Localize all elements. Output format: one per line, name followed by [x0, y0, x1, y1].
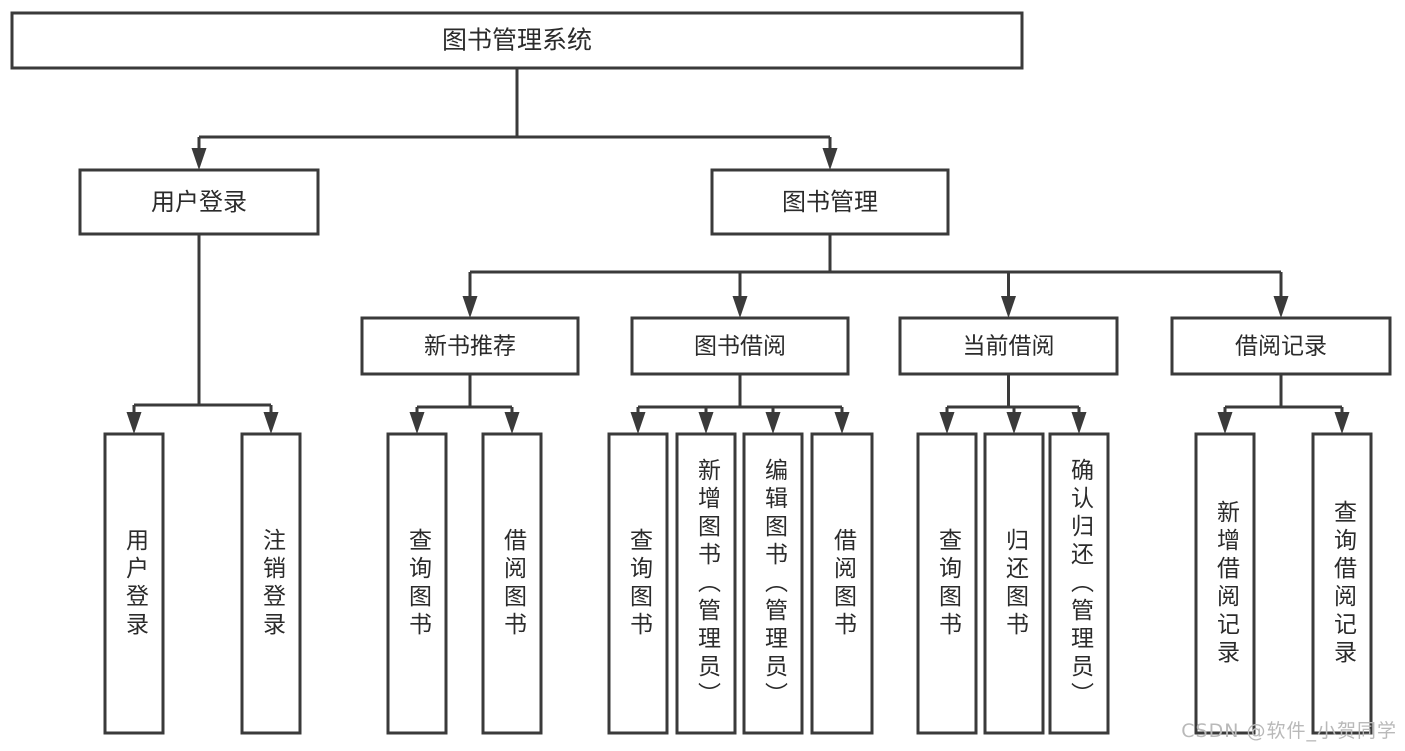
node-lf-3[interactable] — [481, 432, 543, 735]
arrow-head-icon — [263, 412, 279, 434]
node-box[interactable] — [240, 432, 302, 735]
arrow-head-icon — [1217, 412, 1233, 434]
node-lf-2[interactable] — [386, 432, 448, 735]
arrow-head-icon — [1001, 296, 1016, 318]
node-lf-7[interactable] — [810, 432, 874, 735]
node-box[interactable] — [810, 432, 874, 735]
node-box[interactable] — [78, 168, 320, 236]
node-box[interactable] — [1194, 432, 1256, 735]
node-box[interactable] — [10, 11, 1024, 70]
arrow-head-icon — [126, 412, 142, 434]
arrow-head-icon — [504, 412, 520, 434]
watermark: CSDN @软件_小贺同学 — [1181, 720, 1397, 742]
node-box[interactable] — [675, 432, 737, 735]
node-l1-0[interactable]: 用户登录 — [78, 168, 320, 236]
node-box[interactable] — [630, 316, 850, 376]
node-label: 当前借阅 — [963, 334, 1055, 360]
node-lf-9[interactable] — [983, 432, 1045, 735]
node-lf-0[interactable] — [103, 432, 165, 735]
arrow-head-icon — [191, 148, 207, 170]
node-lf-10[interactable] — [1048, 432, 1110, 735]
arrow-head-icon — [939, 412, 955, 434]
arrow-head-icon — [698, 412, 714, 434]
arrow-head-icon — [834, 412, 850, 434]
arrow-head-icon — [462, 296, 478, 318]
node-root[interactable]: 图书管理系统 — [10, 11, 1024, 70]
node-lf-1[interactable] — [240, 432, 302, 735]
node-l2-0[interactable]: 新书推荐 — [360, 316, 580, 376]
node-lf-8[interactable] — [916, 432, 978, 735]
node-lf-6[interactable] — [742, 432, 804, 735]
node-lf-12[interactable] — [1311, 432, 1373, 735]
node-box[interactable] — [1048, 432, 1110, 735]
node-box[interactable] — [103, 432, 165, 735]
arrow-head-icon — [409, 412, 425, 434]
node-l1-1[interactable]: 图书管理 — [710, 168, 950, 236]
node-box[interactable] — [710, 168, 950, 236]
node-box[interactable] — [386, 432, 448, 735]
node-label: 图书管理 — [782, 188, 878, 216]
arrow-head-icon — [1071, 412, 1087, 434]
node-box[interactable] — [916, 432, 978, 735]
node-lf-5[interactable] — [675, 432, 737, 735]
arrow-head-icon — [630, 412, 646, 434]
node-lf-4[interactable] — [607, 432, 669, 735]
node-label: 借阅记录 — [1235, 334, 1327, 360]
node-label: 新书推荐 — [424, 334, 516, 360]
node-label: 图书管理系统 — [442, 26, 592, 55]
node-box[interactable] — [742, 432, 804, 735]
node-label: 用户登录 — [151, 188, 247, 216]
arrow-head-icon — [1006, 412, 1022, 434]
arrow-head-icon — [732, 296, 748, 318]
node-l2-2[interactable]: 当前借阅 — [898, 316, 1119, 376]
node-box[interactable] — [898, 316, 1119, 376]
node-lf-11[interactable] — [1194, 432, 1256, 735]
arrow-head-icon — [765, 412, 781, 434]
node-l2-3[interactable]: 借阅记录 — [1170, 316, 1392, 376]
node-box[interactable] — [983, 432, 1045, 735]
node-l2-1[interactable]: 图书借阅 — [630, 316, 850, 376]
arrow-head-icon — [822, 148, 838, 170]
node-box[interactable] — [481, 432, 543, 735]
node-box[interactable] — [1311, 432, 1373, 735]
arrow-head-icon — [1334, 412, 1350, 434]
arrow-head-icon — [1273, 296, 1289, 318]
node-box[interactable] — [1170, 316, 1392, 376]
node-label: 图书借阅 — [694, 334, 786, 360]
node-box[interactable] — [360, 316, 580, 376]
node-box[interactable] — [607, 432, 669, 735]
